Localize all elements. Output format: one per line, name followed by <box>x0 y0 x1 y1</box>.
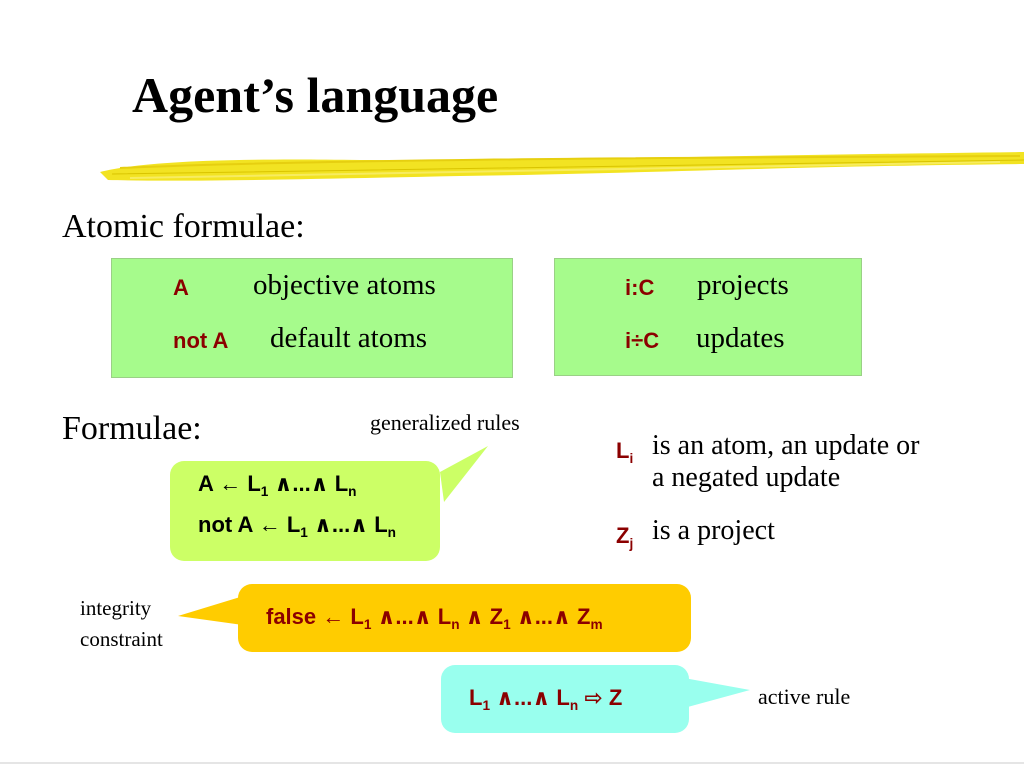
atom-symbol: A <box>173 275 189 300</box>
note-text: a negated update <box>652 462 841 493</box>
integrity-callout-pointer <box>178 594 250 626</box>
rule-objective: A ← L1 ∧...∧ Ln <box>198 471 357 499</box>
note-text: is an atom, an update or <box>652 430 920 461</box>
note-symbol: Li <box>616 438 634 466</box>
integrity-label: constraint <box>80 627 163 651</box>
active-callout-pointer <box>684 678 750 708</box>
generalized-callout-pointer <box>440 446 488 502</box>
integrity-box: false ← L1 ∧...∧ Ln ∧ Z1 ∧...∧ Zm <box>238 584 691 652</box>
generalized-rules-box: A ← L1 ∧...∧ Ln not A ← L1 ∧...∧ Ln <box>170 461 440 561</box>
project-desc: projects <box>697 269 789 301</box>
note-symbol: Zj <box>616 523 634 551</box>
update-desc: updates <box>696 322 785 354</box>
footer-divider <box>0 762 1024 764</box>
formulae-heading: Formulae: <box>62 410 202 447</box>
generalized-rules-label: generalized rules <box>370 410 520 435</box>
active-formula: L1 ∧...∧ Ln ⇨ Z <box>469 685 623 713</box>
active-rule-box: L1 ∧...∧ Ln ⇨ Z <box>441 665 689 733</box>
atomic-left-box: A objective atoms not A default atoms <box>111 258 513 378</box>
note-text: is a project <box>652 515 775 546</box>
integrity-formula: false ← L1 ∧...∧ Ln ∧ Z1 ∧...∧ Zm <box>266 604 603 632</box>
atom-desc: default atoms <box>270 322 428 354</box>
atomic-heading: Atomic formulae: <box>62 208 305 245</box>
update-symbol: i÷C <box>625 328 660 353</box>
page-title: Agent’s language <box>132 67 499 123</box>
active-rule-label: active rule <box>758 684 851 709</box>
atomic-right-box: i:C projects i÷C updates <box>554 258 862 376</box>
atom-symbol: not A <box>173 328 229 353</box>
rule-default: not A ← L1 ∧...∧ Ln <box>198 512 396 540</box>
title-underline <box>100 152 1024 181</box>
integrity-label: integrity <box>80 596 152 620</box>
atom-desc: objective atoms <box>253 269 436 301</box>
project-symbol: i:C <box>625 275 655 300</box>
